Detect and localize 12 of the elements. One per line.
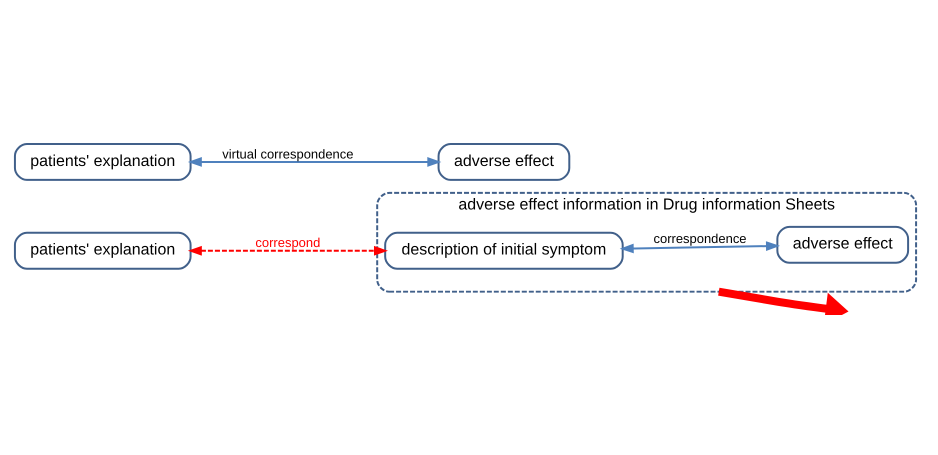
edge-label: correspond	[254, 235, 320, 250]
node-box: description of initial symptom	[384, 232, 624, 270]
arrow	[187, 157, 441, 167]
node-box: patients' explanation	[13, 143, 192, 181]
arrow	[187, 246, 388, 256]
edge-label: correspondence	[653, 231, 746, 246]
node-box: adverse effect	[776, 226, 909, 264]
arrow	[619, 241, 780, 254]
node-box: patients' explanation	[13, 232, 192, 270]
arrow	[718, 288, 848, 315]
node-box: adverse effect	[437, 143, 570, 181]
edge-label: virtual correspondence	[222, 146, 353, 162]
